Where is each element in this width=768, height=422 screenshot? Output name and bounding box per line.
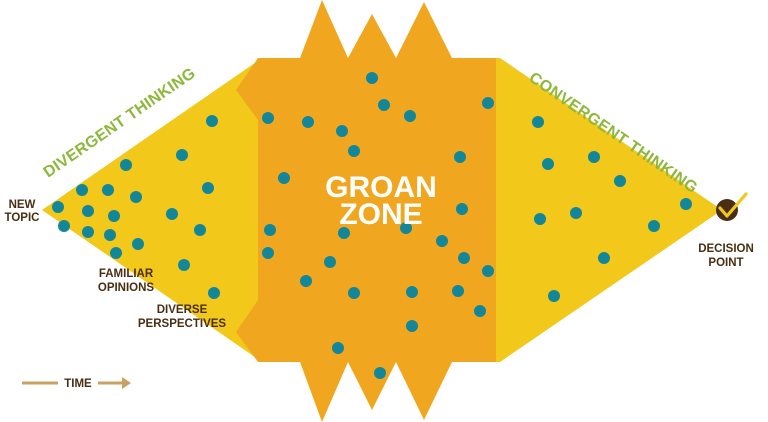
idea-dot <box>336 125 348 137</box>
time-arrow: TIME <box>22 377 131 390</box>
idea-dot <box>120 159 132 171</box>
idea-dot <box>338 227 350 239</box>
idea-dot <box>458 252 470 264</box>
idea-dot <box>202 182 214 194</box>
idea-dot <box>108 210 120 222</box>
idea-dot <box>406 320 418 332</box>
idea-dot <box>132 238 144 250</box>
idea-dot <box>264 224 276 236</box>
idea-dot <box>262 247 274 259</box>
arrow-right-icon <box>98 377 131 389</box>
idea-dot <box>542 158 554 170</box>
idea-dot <box>366 72 378 84</box>
idea-dot <box>194 224 206 236</box>
time-label: TIME <box>64 378 92 390</box>
idea-dot <box>110 247 122 259</box>
idea-dot <box>82 205 94 217</box>
idea-dot <box>208 287 220 299</box>
idea-dots <box>52 72 692 379</box>
idea-dot <box>482 97 494 109</box>
idea-dot <box>324 256 336 268</box>
idea-dot <box>378 99 390 111</box>
new-topic-label-line1: NEW <box>9 199 36 211</box>
idea-dot <box>58 220 70 232</box>
idea-dot <box>454 151 466 163</box>
idea-dot <box>598 252 610 264</box>
idea-dot <box>166 208 178 220</box>
idea-dot <box>278 172 290 184</box>
idea-dot <box>176 149 188 161</box>
idea-dot <box>648 220 660 232</box>
idea-dot <box>348 287 360 299</box>
idea-dot <box>614 175 626 187</box>
idea-dot <box>406 286 418 298</box>
groan-zone-shape <box>236 0 496 422</box>
groan-zone-title-line2: ZONE <box>339 198 422 231</box>
idea-dot <box>404 110 416 122</box>
idea-dot <box>482 265 494 277</box>
idea-dot <box>178 259 190 271</box>
idea-dot <box>588 151 600 163</box>
idea-dot <box>76 184 88 196</box>
diverse-perspectives-label-line1: DIVERSE <box>157 304 208 316</box>
idea-dot <box>130 191 142 203</box>
diverse-perspectives-label-line2: PERSPECTIVES <box>138 318 227 330</box>
idea-dot <box>548 290 560 302</box>
idea-dot <box>82 226 94 238</box>
idea-dot <box>436 235 448 247</box>
idea-dot <box>262 112 274 124</box>
decision-point-label-line2: POINT <box>708 257 743 269</box>
new-topic-label-line2: TOPIC <box>5 212 40 224</box>
idea-dot <box>534 213 546 225</box>
decision-point-label-line1: DECISION <box>698 243 754 255</box>
idea-dot <box>680 198 692 210</box>
idea-dot <box>374 367 386 379</box>
idea-dot <box>400 222 412 234</box>
groan-zone-title-line1: GROAN <box>325 171 437 204</box>
check-circle-icon <box>716 192 748 221</box>
idea-dot <box>452 285 464 297</box>
idea-dot <box>102 184 114 196</box>
idea-dot <box>104 229 116 241</box>
idea-dot <box>302 116 314 128</box>
idea-dot <box>456 203 468 215</box>
idea-dot <box>332 342 344 354</box>
idea-dot <box>206 115 218 127</box>
idea-dot <box>52 201 64 213</box>
idea-dot <box>474 305 486 317</box>
familiar-opinions-label-line1: FAMILIAR <box>99 268 154 280</box>
idea-dot <box>570 207 582 219</box>
idea-dot <box>300 275 312 287</box>
idea-dot <box>532 116 544 128</box>
idea-dot <box>348 145 360 157</box>
familiar-opinions-label-line2: OPINIONS <box>98 282 155 294</box>
